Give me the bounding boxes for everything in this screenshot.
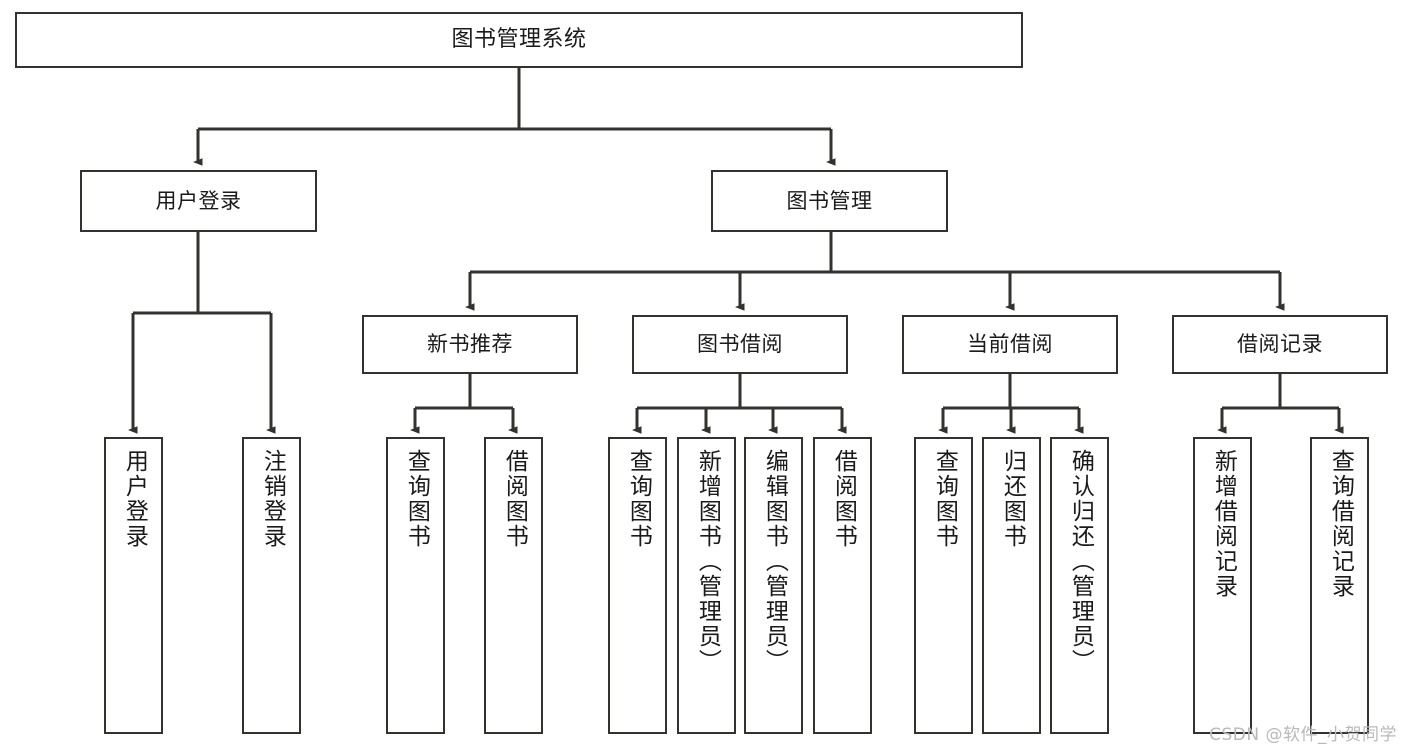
node-borrow-record-label: 借阅记录: [1237, 332, 1323, 357]
node-borrow-record[interactable]: 借阅记录: [1172, 315, 1388, 374]
node-current-borrow[interactable]: 当前借阅: [902, 315, 1118, 374]
node-leaf-edit-book-label: 编辑图书（管理员）: [761, 449, 788, 674]
node-leaf-edit-book[interactable]: 编辑图书（管理员）: [744, 437, 803, 734]
node-leaf-user-login[interactable]: 用户登录: [104, 437, 163, 734]
node-leaf-borrow-book-1-label: 借阅图书: [501, 449, 528, 549]
node-leaf-query-book-1-label: 查询图书: [403, 449, 430, 549]
node-new-book-rec[interactable]: 新书推荐: [362, 315, 578, 374]
node-current-borrow-label: 当前借阅: [967, 332, 1053, 357]
node-book-borrow[interactable]: 图书借阅: [632, 315, 848, 374]
node-leaf-query-book-3-label: 查询图书: [931, 449, 958, 549]
node-leaf-logout[interactable]: 注销登录: [242, 437, 301, 734]
watermark: CSDN @软件_小贺同学: [1209, 725, 1397, 745]
node-leaf-query-book-2[interactable]: 查询图书: [608, 437, 667, 734]
node-leaf-logout-label: 注销登录: [259, 449, 286, 549]
node-user-login-label: 用户登录: [155, 188, 242, 213]
node-leaf-query-book-1[interactable]: 查询图书: [386, 437, 445, 734]
node-user-login[interactable]: 用户登录: [80, 170, 317, 232]
node-leaf-borrow-book-2-label: 借阅图书: [830, 449, 857, 549]
node-book-manage-label: 图书管理: [786, 188, 873, 213]
node-leaf-query-book-3[interactable]: 查询图书: [914, 437, 973, 734]
node-leaf-query-record[interactable]: 查询借阅记录: [1310, 437, 1369, 734]
node-leaf-confirm-return[interactable]: 确认归还（管理员）: [1050, 437, 1109, 734]
node-leaf-user-login-label: 用户登录: [121, 449, 148, 549]
node-root-label: 图书管理系统: [451, 27, 587, 53]
node-book-manage[interactable]: 图书管理: [711, 170, 948, 232]
node-leaf-add-record[interactable]: 新增借阅记录: [1193, 437, 1252, 734]
node-leaf-confirm-return-label: 确认归还（管理员）: [1067, 449, 1094, 674]
node-leaf-query-book-2-label: 查询图书: [625, 449, 652, 549]
node-new-book-rec-label: 新书推荐: [427, 332, 513, 357]
node-leaf-query-record-label: 查询借阅记录: [1327, 449, 1354, 599]
node-book-borrow-label: 图书借阅: [697, 332, 783, 357]
node-leaf-borrow-book-1[interactable]: 借阅图书: [484, 437, 543, 734]
node-leaf-add-record-label: 新增借阅记录: [1210, 449, 1237, 599]
node-root[interactable]: 图书管理系统: [15, 12, 1023, 68]
node-leaf-add-book-label: 新增图书（管理员）: [694, 449, 721, 674]
node-leaf-return-book[interactable]: 归还图书: [982, 437, 1041, 734]
node-leaf-return-book-label: 归还图书: [999, 449, 1026, 549]
node-leaf-add-book[interactable]: 新增图书（管理员）: [677, 437, 736, 734]
node-leaf-borrow-book-2[interactable]: 借阅图书: [813, 437, 872, 734]
